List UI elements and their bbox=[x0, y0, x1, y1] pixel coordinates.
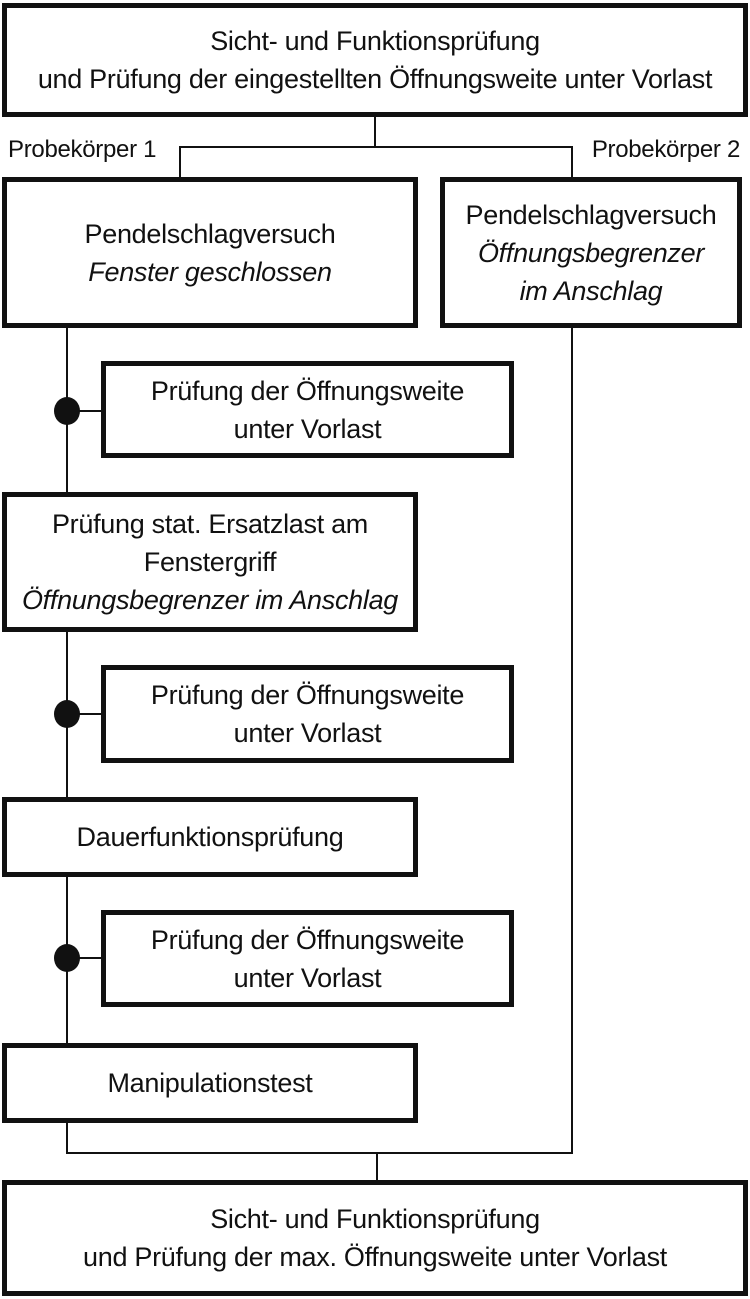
node-endurance: Dauerfunktionsprüfung bbox=[2, 797, 418, 877]
node-opening-check-3-line2: unter Vorlast bbox=[233, 962, 382, 993]
node-pendulum-closed-line2: Fenster geschlossen bbox=[88, 256, 332, 287]
node-manipulation-line1: Manipulationstest bbox=[107, 1068, 313, 1098]
junction-dot-1 bbox=[54, 397, 80, 425]
connector-dot-3 bbox=[67, 957, 103, 959]
node-end-line1: Sicht- und Funktionsprüfung bbox=[210, 1204, 540, 1234]
connector-branch-horizontal bbox=[179, 146, 573, 148]
connector-end-stem bbox=[376, 1152, 378, 1182]
junction-dot-2 bbox=[54, 700, 80, 728]
junction-dot-3 bbox=[54, 944, 80, 972]
node-opening-check-1-line2: unter Vorlast bbox=[233, 413, 382, 444]
node-static-load-line2: Fenstergriff bbox=[143, 547, 277, 577]
node-opening-check-2: Prüfung der Öffnungsweite unter Vorlast bbox=[101, 665, 514, 763]
node-opening-check-3: Prüfung der Öffnungsweite unter Vorlast bbox=[101, 910, 514, 1007]
node-pendulum-limiter-line2: Öffnungsbegrenzer bbox=[477, 237, 705, 268]
node-end-line2: und Prüfung der max. Öffnungsweite unter… bbox=[83, 1242, 667, 1272]
node-pendulum-closed-line1: Pendelschlagversuch bbox=[84, 218, 336, 249]
node-pendulum-limiter-line1: Pendelschlagversuch bbox=[465, 199, 717, 230]
connector-branch-right-drop bbox=[571, 146, 573, 179]
branch-label-specimen-1: Probekörper 1 bbox=[8, 136, 157, 164]
node-pendulum-limiter: Pendelschlagversuch Öffnungsbegrenzer im… bbox=[440, 177, 742, 328]
node-start: Sicht- und Funktionsprüfung und Prüfung … bbox=[2, 3, 748, 117]
node-start-line1: Sicht- und Funktionsprüfung bbox=[210, 26, 540, 56]
node-end: Sicht- und Funktionsprüfung und Prüfung … bbox=[2, 1180, 748, 1296]
node-opening-check-3-line1: Prüfung der Öffnungsweite bbox=[150, 924, 465, 955]
node-pendulum-closed: Pendelschlagversuch Fenster geschlossen bbox=[2, 177, 418, 328]
node-static-load: Prüfung stat. Ersatzlast am Fenstergriff… bbox=[2, 492, 418, 632]
node-opening-check-2-line2: unter Vorlast bbox=[233, 718, 382, 748]
node-static-load-line3: Öffnungsbegrenzer im Anschlag bbox=[21, 585, 398, 615]
node-opening-check-1-line1: Prüfung der Öffnungsweite bbox=[150, 375, 465, 406]
node-manipulation: Manipulationstest bbox=[2, 1043, 418, 1123]
node-static-load-line1: Prüfung stat. Ersatzlast am bbox=[51, 509, 369, 539]
node-endurance-line1: Dauerfunktionsprüfung bbox=[76, 822, 344, 852]
node-opening-check-1: Prüfung der Öffnungsweite unter Vorlast bbox=[101, 361, 514, 458]
branch-label-specimen-2: Probekörper 2 bbox=[591, 136, 740, 164]
connector-dot-2 bbox=[67, 713, 103, 715]
connector-join-horizontal bbox=[66, 1152, 573, 1154]
connector-left-rail bbox=[66, 326, 68, 1154]
connector-branch-left-drop bbox=[179, 146, 181, 179]
node-pendulum-limiter-line3: im Anschlag bbox=[519, 275, 663, 306]
connector-right-rail bbox=[571, 326, 573, 1154]
node-start-line2: und Prüfung der eingestellten Öffnungswe… bbox=[37, 64, 713, 94]
connector-start-stem bbox=[374, 116, 376, 148]
node-opening-check-2-line1: Prüfung der Öffnungsweite bbox=[150, 680, 465, 710]
connector-dot-1 bbox=[67, 410, 103, 412]
